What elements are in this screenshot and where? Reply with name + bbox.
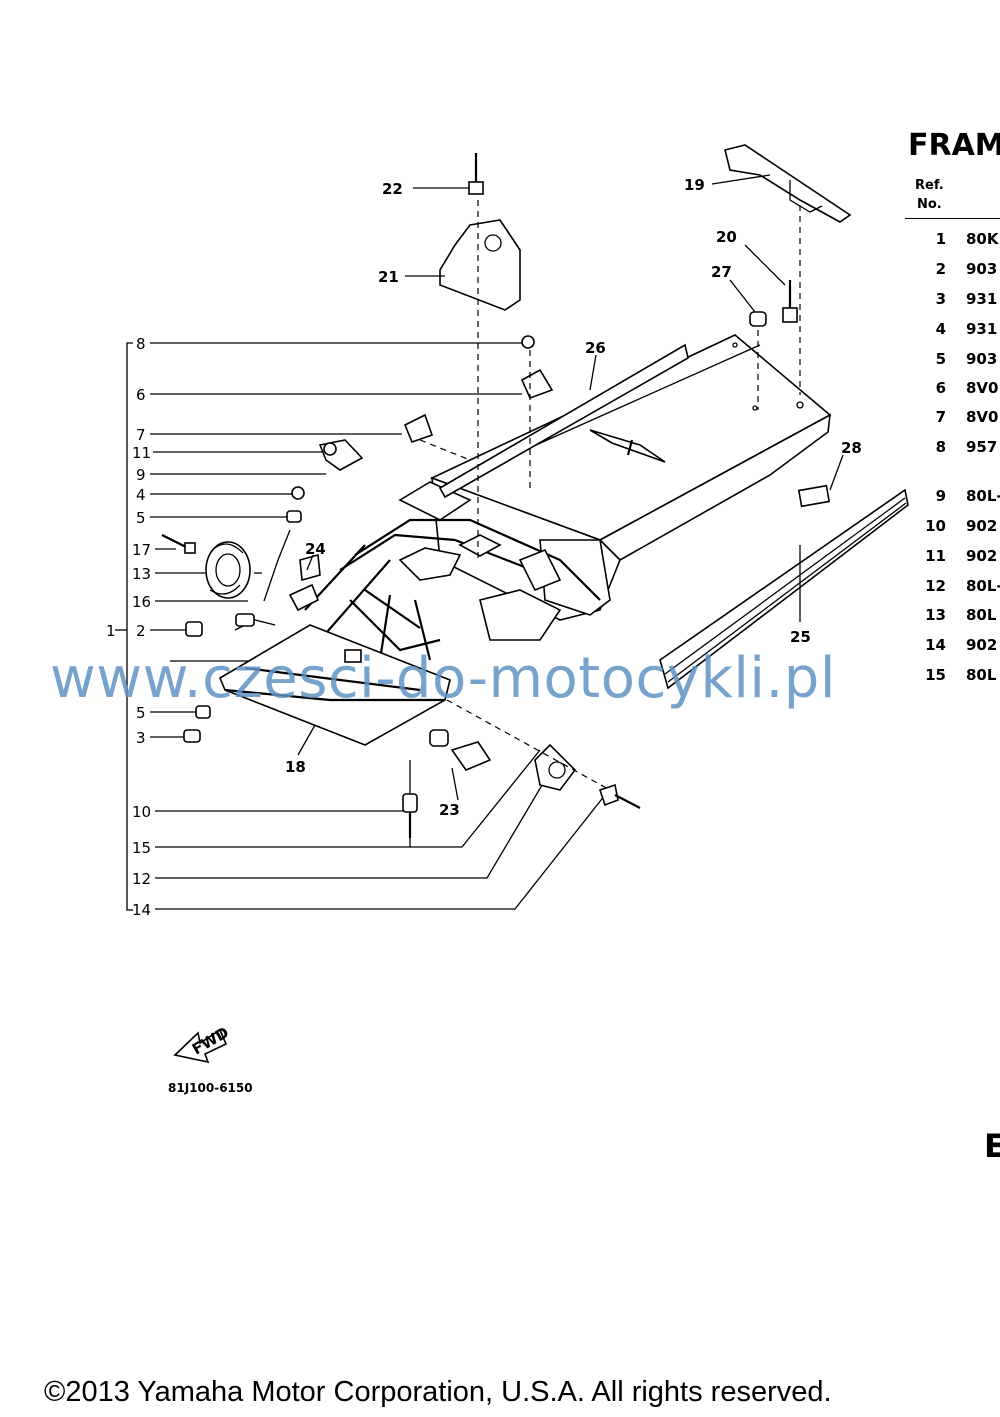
- side-label-5-upper: 5: [136, 509, 146, 527]
- callout-23: 23: [439, 801, 460, 819]
- side-label-15: 15: [132, 839, 151, 857]
- figure-code: 81J100-6150: [168, 1081, 253, 1095]
- page-title: FRAM: [908, 128, 1000, 163]
- side-label-13: 13: [132, 565, 151, 583]
- right-edge-letter: E: [984, 1127, 1000, 1165]
- callout-leaders: [297, 174, 844, 801]
- front-frame: [304, 481, 611, 661]
- callout-22: 22: [382, 180, 403, 198]
- side-label-17: 17: [132, 541, 151, 559]
- side-label-3: 3: [136, 729, 146, 747]
- side-label-14: 14: [132, 901, 151, 919]
- small-parts-upper: [286, 335, 554, 523]
- side-label-5-lower: 5: [136, 704, 146, 722]
- side-label-8: 8: [136, 335, 146, 353]
- side-index-bracket: [115, 342, 133, 911]
- side-label-10: 10: [132, 803, 151, 821]
- table-header-ref-no: Ref. No.: [915, 176, 944, 214]
- callout-27: 27: [711, 263, 732, 281]
- side-label-16: 16: [132, 593, 151, 611]
- callout-26: 26: [585, 339, 606, 357]
- small-parts-lower: [402, 699, 641, 838]
- ref-label: Ref.: [915, 178, 944, 193]
- side-label-12: 12: [132, 870, 151, 888]
- running-board: [659, 488, 909, 690]
- copyright-notice: ©2013 Yamaha Motor Corporation, U.S.A. A…: [44, 1376, 832, 1408]
- side-label-9: 9: [136, 466, 146, 484]
- side-label-4: 4: [136, 486, 146, 504]
- side-label-11: 11: [132, 444, 151, 462]
- trim-strip: [438, 343, 689, 499]
- fwd-label: FWD: [189, 1023, 232, 1058]
- callout-19: 19: [684, 176, 705, 194]
- small-parts-left: [161, 534, 321, 743]
- side-label-1: 1: [106, 622, 116, 640]
- side-labels: 1 8 6 7 11 9 4 5 17 13 16 2 5 3 10 15 12…: [106, 335, 151, 919]
- side-label-6: 6: [136, 386, 146, 404]
- watermark: www.czesci-do-motocykli.pl: [50, 646, 836, 711]
- front-cross-member: [218, 583, 451, 746]
- callout-25: 25: [790, 628, 811, 646]
- callout-18: 18: [285, 758, 306, 776]
- side-label-7: 7: [136, 426, 146, 444]
- frame-tunnel: [429, 334, 832, 621]
- callout-21: 21: [378, 268, 399, 286]
- rear-grab-bar: [724, 144, 852, 395]
- side-label-2: 2: [136, 622, 146, 640]
- no-label: No.: [916, 197, 942, 212]
- rear-bolts: [749, 280, 798, 410]
- callout-20: 20: [716, 228, 737, 246]
- side-leader-lines: [150, 342, 606, 910]
- callout-numbers: 22 21 19 20 27 26 28 24 25 18 23: [285, 176, 862, 819]
- fwd-arrow-icon: FWD: [173, 1023, 232, 1064]
- callout-24: 24: [305, 540, 326, 558]
- decal: [797, 484, 831, 508]
- table-header-rule: [905, 218, 1000, 219]
- engine-mount-bracket: [439, 153, 521, 560]
- callout-28: 28: [841, 439, 862, 457]
